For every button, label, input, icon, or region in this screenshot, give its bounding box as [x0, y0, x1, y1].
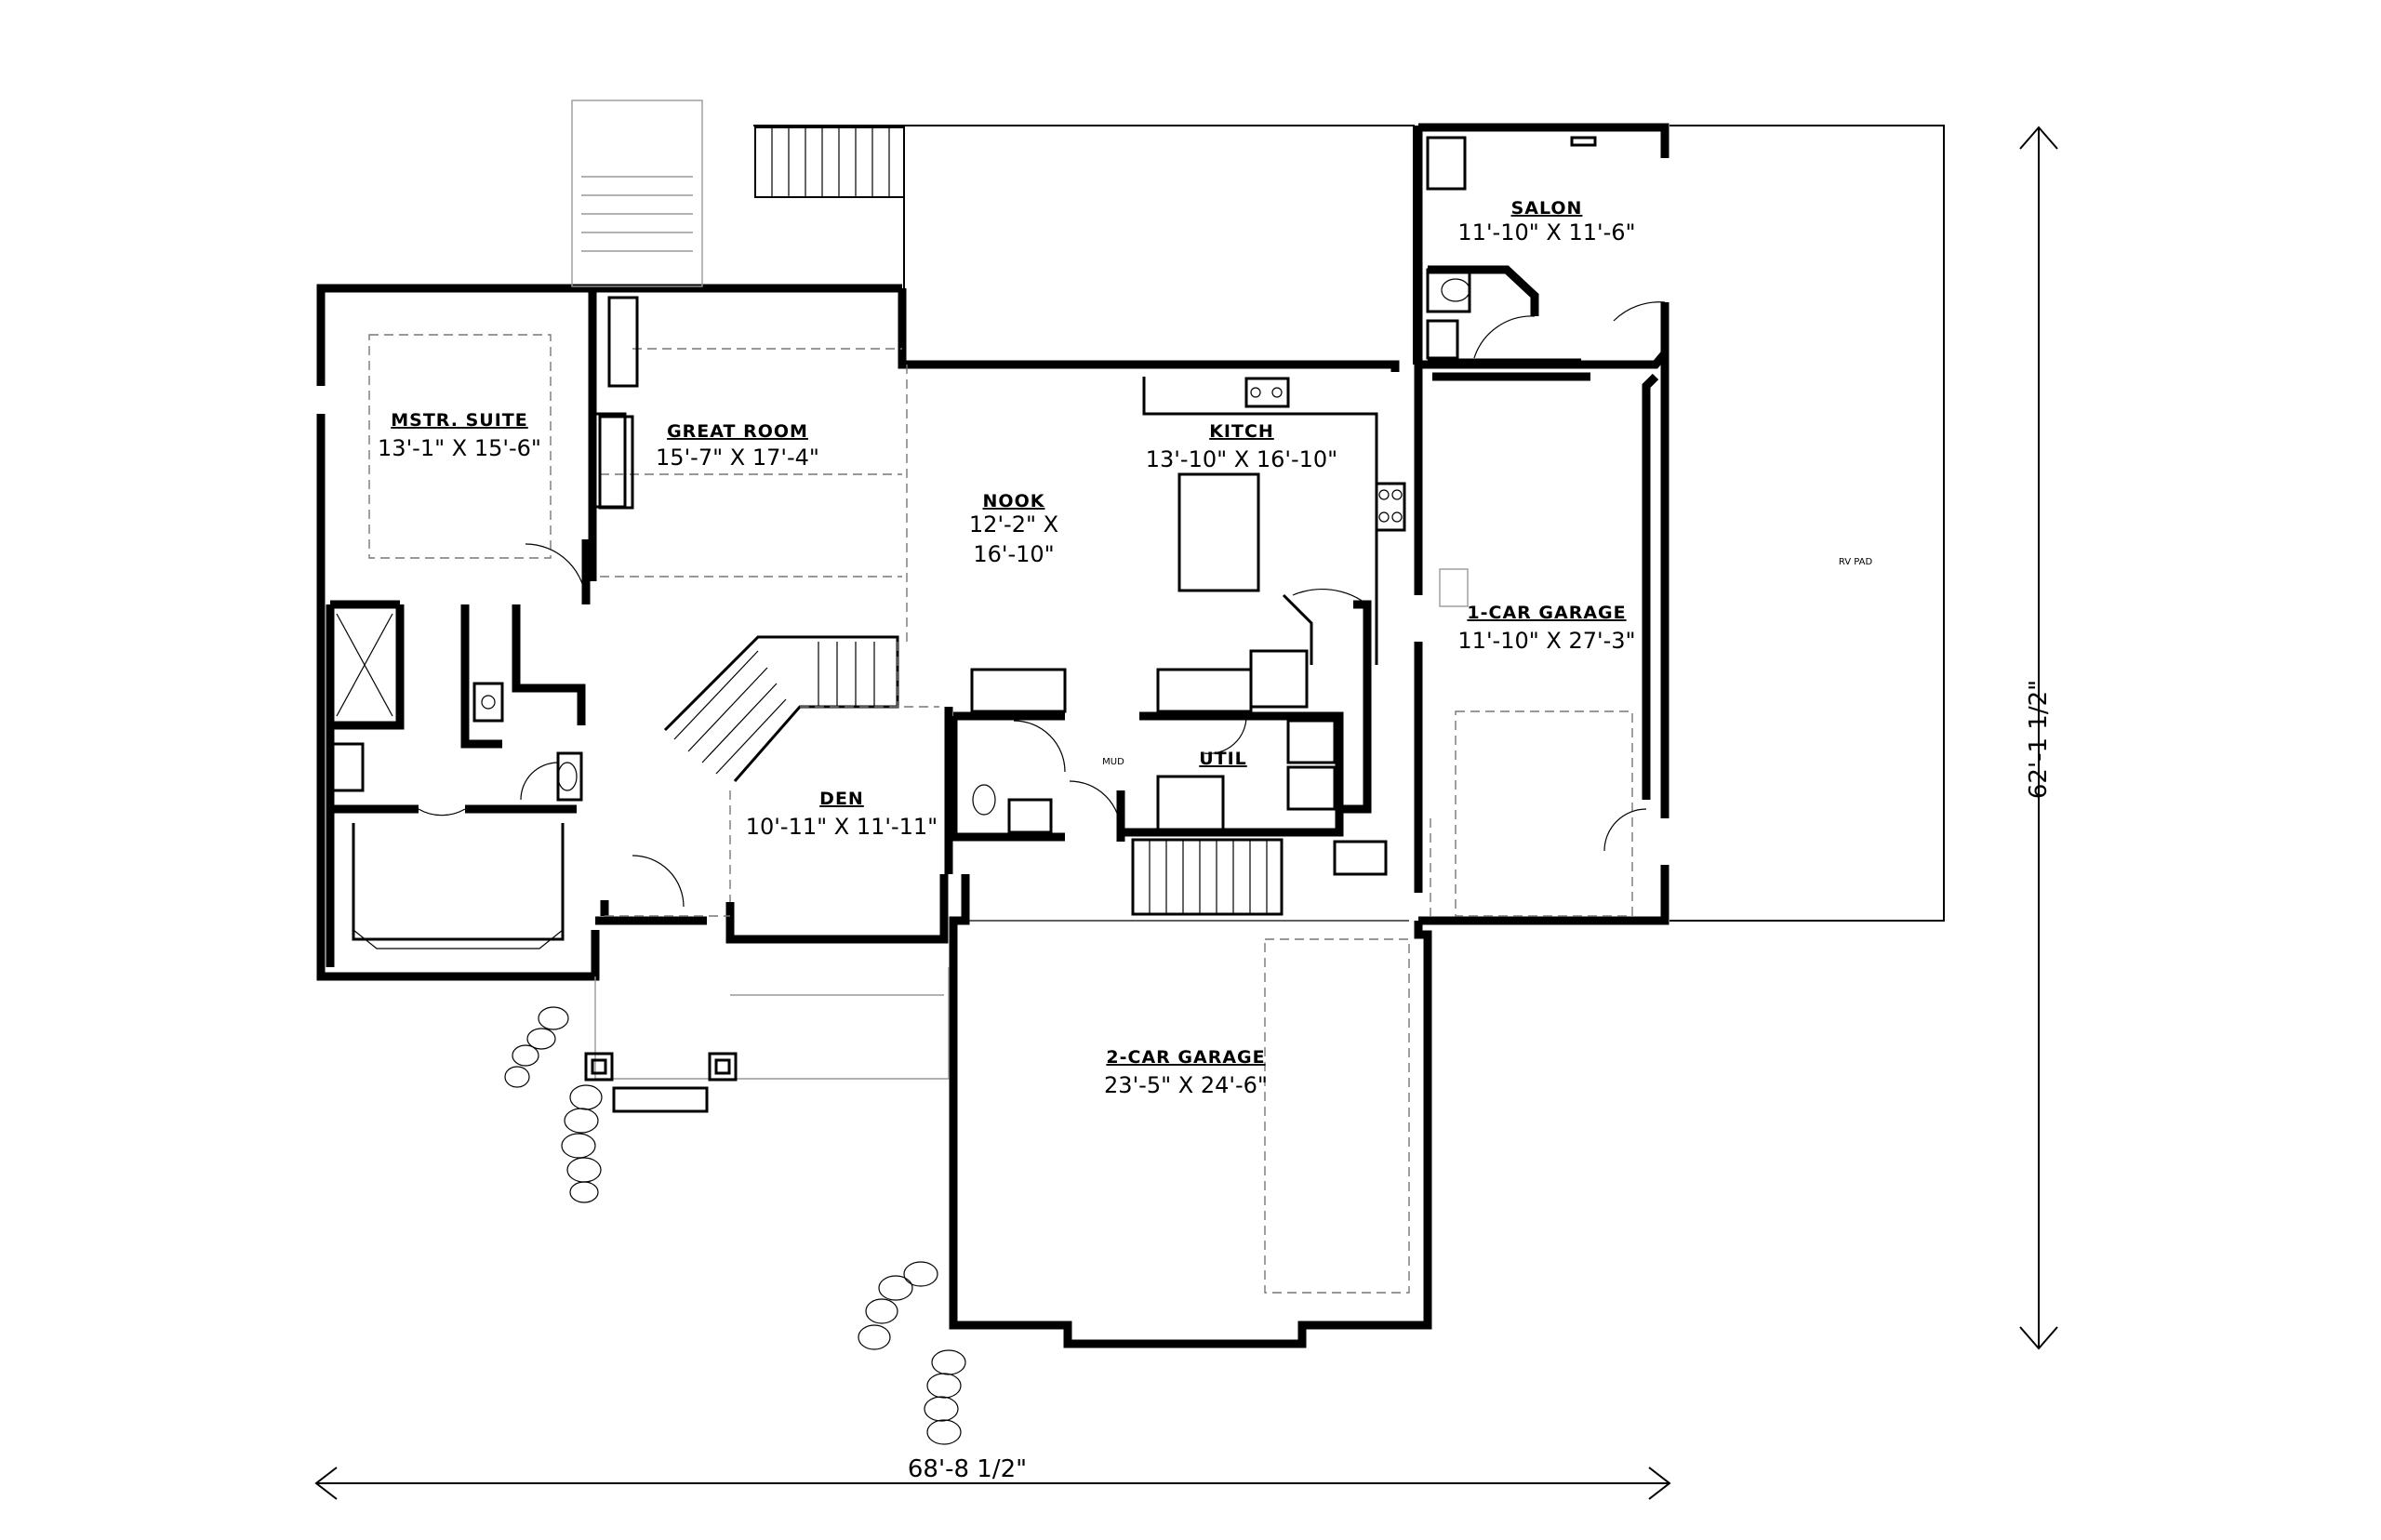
- den-name: DEN: [819, 789, 864, 809]
- nook-size-line2: 16'-10": [973, 541, 1054, 567]
- den: [605, 707, 953, 939]
- rv-pad: RV PAD: [1669, 125, 1945, 922]
- main-stair: [663, 635, 939, 782]
- master-suite: [330, 334, 627, 949]
- front-porch: [584, 967, 950, 1113]
- overall-depth-dimension: 62'-1 1/2": [2019, 126, 2058, 1350]
- salon-size: 11'-10" X 11'-6": [1457, 219, 1635, 246]
- mud-util: [949, 668, 1344, 842]
- util-name: UTIL: [1199, 749, 1247, 769]
- great-room: [598, 296, 902, 578]
- rv-pad-label: RV PAD: [1839, 557, 1873, 567]
- nook-size-line1: 12'-2" X: [969, 511, 1058, 538]
- rear-stair: [571, 100, 905, 287]
- nook-name: NOOK: [983, 491, 1045, 511]
- two-car-garage: [965, 920, 1410, 1294]
- one-car-garage-size: 11'-10" X 27'-3": [1457, 628, 1635, 654]
- mud-label: MUD: [1102, 757, 1124, 767]
- one-car-garage: [1430, 372, 1659, 921]
- stepping-stones-right: [858, 1261, 966, 1445]
- two-car-garage-name: 2-CAR GARAGE: [1106, 1047, 1265, 1068]
- garage-stair: [1131, 838, 1388, 916]
- overall-depth-label: 62'-1 1/2": [2025, 680, 2053, 799]
- overall-width-dimension: 68'-8 1/2": [314, 1455, 1671, 1500]
- salon: [1426, 136, 1669, 369]
- salon-name: SALON: [1511, 198, 1583, 219]
- great-room-name: GREAT ROOM: [667, 421, 808, 442]
- stepping-stones-left: [504, 1006, 603, 1203]
- kitchen-size: 13'-10" X 16'-10": [1146, 446, 1337, 472]
- master-suite-name: MSTR. SUITE: [391, 410, 528, 431]
- kitchen-name: KITCH: [1209, 421, 1274, 442]
- one-car-garage-name: 1-CAR GARAGE: [1467, 603, 1626, 623]
- great-room-size: 15'-7" X 17'-4": [656, 445, 819, 471]
- two-car-garage-size: 23'-5" X 24'-6": [1104, 1072, 1268, 1098]
- den-size: 10'-11" X 11'-11": [746, 814, 938, 840]
- kitchen: [1142, 377, 1406, 814]
- master-suite-size: 13'-1" X 15'-6": [378, 435, 541, 461]
- exterior-walls: [316, 123, 1669, 1348]
- overall-width-label: 68'-8 1/2": [908, 1455, 1027, 1483]
